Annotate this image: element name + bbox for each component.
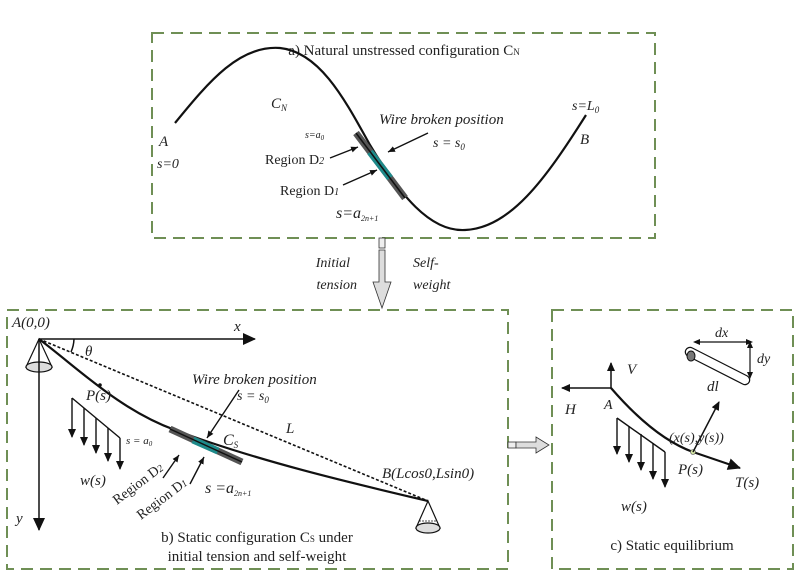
curve-label-cs: CS xyxy=(223,432,239,450)
point-b-coord-label: B(Lcos0,Lsin0) xyxy=(382,466,474,482)
a2n1-label: s=a2n+1 xyxy=(336,205,378,223)
load-w-label: w(s) xyxy=(80,473,106,489)
wire-broken-arrow xyxy=(387,132,429,153)
wire-center-line-b xyxy=(169,428,243,463)
panel-b-caption-line2: initial tension and self-weight xyxy=(168,549,348,565)
region-d2-label: Region D2 xyxy=(265,153,324,168)
unstressed-wire-curve xyxy=(174,46,587,232)
load-w-label-c: w(s) xyxy=(621,499,647,515)
panel-c-caption: c) Static equilibrium xyxy=(610,538,734,554)
point-a-label: A xyxy=(158,134,169,150)
panel-a-frame xyxy=(151,32,656,239)
a-label: A xyxy=(603,398,613,413)
wire-broken-title: Wire broken position xyxy=(379,112,504,128)
panel-b-frame xyxy=(6,309,509,570)
a0-label-b: s = a0 xyxy=(126,435,153,448)
dl-label: dl xyxy=(707,379,719,395)
coord-label: (x(s),y(s)) xyxy=(669,431,724,446)
tension-label: tension xyxy=(317,278,357,293)
a2n1-label-b: s =a2n+1 xyxy=(205,480,251,498)
right-arrow-icon xyxy=(515,436,550,454)
panel-c: V H A dl dx dy w(s) (x(s),y(s)) xyxy=(551,309,794,570)
origin-label: A(0,0) xyxy=(11,315,50,331)
chord-line xyxy=(38,338,429,502)
point-b-label: B xyxy=(580,132,589,148)
chord-l-label: L xyxy=(285,421,294,437)
panel-b: x y A(0,0) θ L P(s) w( xyxy=(6,309,509,570)
theta-label: θ xyxy=(85,344,93,360)
angle-arc xyxy=(70,338,75,353)
dx-label: dx xyxy=(715,326,729,341)
panel-b-caption-line1: b) Static configuration CS under xyxy=(161,530,353,546)
region-d2-arrow xyxy=(329,146,359,159)
wire-broken-eq-b: s = s0 xyxy=(237,389,269,405)
initial-label: Initial xyxy=(315,256,350,271)
end-l0-label: s=L0 xyxy=(572,99,600,115)
weight-label: weight xyxy=(413,278,451,293)
region-d2-arrow-b xyxy=(162,454,180,479)
down-arrow-icon xyxy=(372,249,392,310)
v-label: V xyxy=(627,362,638,378)
t-label: T(s) xyxy=(735,475,759,491)
transition-arrow-right xyxy=(507,436,550,454)
point-p-label: P(s) xyxy=(85,388,111,404)
dl-arrow xyxy=(692,401,720,453)
wire-broken-arrow-b xyxy=(206,389,240,439)
wire-broken-title-b: Wire broken position xyxy=(192,372,317,388)
p-label-c: P(s) xyxy=(677,462,703,478)
curve-label-cn: CN xyxy=(271,96,288,113)
distributed-load-c xyxy=(613,417,669,488)
support-a-icon xyxy=(25,337,53,373)
wire-center-line xyxy=(355,132,406,199)
panel-a: a) Natural unstressed configuration CN C… xyxy=(151,32,656,239)
region-d1-arrow-b xyxy=(189,456,205,485)
start-s0-label: s=0 xyxy=(157,157,179,172)
a0-label: s=a0 xyxy=(305,130,325,142)
x-axis-label: x xyxy=(233,319,241,335)
panel-c-frame xyxy=(551,309,794,570)
element-cylinder-icon xyxy=(684,346,751,386)
distributed-load-b xyxy=(68,397,124,470)
tension-t-arrow xyxy=(692,451,741,470)
dy-label: dy xyxy=(757,352,771,367)
segment-wire xyxy=(610,387,694,454)
transition-arrow-down: Initial tension Self- weight xyxy=(315,237,451,310)
y-axis-label: y xyxy=(14,511,23,527)
region-d1-label: Region D1 xyxy=(280,184,339,199)
wire-broken-eq: s = s0 xyxy=(433,136,465,152)
region-d1-arrow xyxy=(342,169,378,186)
panel-a-caption: a) Natural unstressed configuration CN xyxy=(288,43,520,59)
support-b-icon xyxy=(415,499,441,534)
point-p xyxy=(98,383,102,387)
h-label: H xyxy=(564,402,577,418)
self-label: Self- xyxy=(413,256,439,271)
